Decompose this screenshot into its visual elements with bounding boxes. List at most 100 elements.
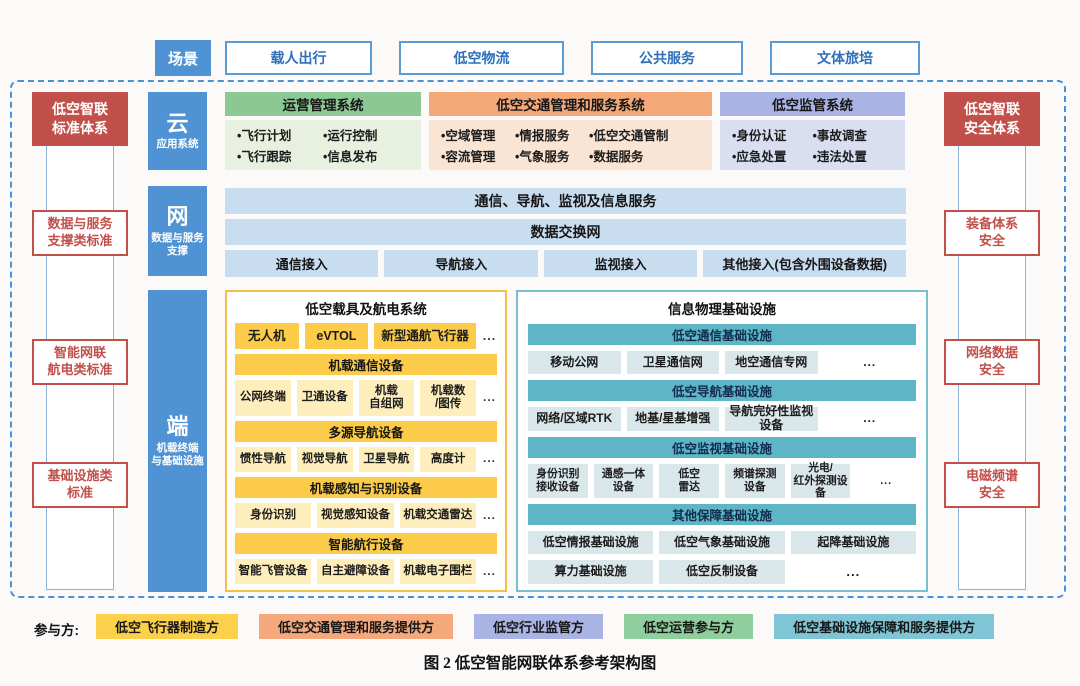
surveillance-infra-row: 身份识别接收设备通感一体设备低空雷达频谱探测设备光电/红外探测设备... [528, 462, 916, 499]
bullet-item: •违法处置 [812, 150, 867, 164]
device-chip: 卫星导航 [358, 447, 415, 472]
comm-device-row: 公网终端卫通设备机载自组网机载数/图传... [235, 380, 497, 416]
bullet-item: •情报服务 [515, 129, 570, 143]
infra-box-title: 信息物理基础设施 [668, 302, 776, 317]
participant-chip: 低空飞行器制造方 [96, 614, 239, 639]
infra-chip: 网络/区域RTK [528, 407, 621, 432]
device-chip: 惯性导航 [235, 447, 291, 472]
participant-chip: 低空交通管理和服务提供方 [259, 614, 454, 639]
cloud-layer-char: 云 [166, 110, 189, 136]
figure-caption: 图 2 低空智能网联体系参考架构图 [423, 655, 657, 672]
device-chip: 机载数/图传 [420, 380, 476, 416]
cns-info-service-bar: 通信、导航、监视及信息服务 [225, 188, 906, 214]
infra-chip: 身份识别接收设备 [528, 463, 588, 498]
vehicle-box-title: 低空载具及航电系统 [305, 302, 427, 317]
infra-chip: 低空气象基础设施 [659, 530, 785, 555]
aircraft-chip: 新型通航飞行器 [374, 323, 476, 349]
scenario-box: 低空物流 [399, 41, 564, 75]
system-card-items: •飞行计划•运行控制•飞行跟踪•信息发布 [225, 120, 421, 170]
security-item: 装备体系安全 [944, 210, 1040, 256]
aircraft-chip: 无人机 [235, 323, 299, 349]
bullet-item: •飞行跟踪 [237, 150, 292, 164]
device-chip: 机载自组网 [358, 380, 415, 416]
scenario-box: 文体旅培 [770, 41, 920, 75]
bullet-item: •身份认证 [732, 129, 787, 143]
standards-items: 数据与服务支撑类标准智能网联航电类标准基础设施类标准 [32, 80, 128, 598]
group-header: 机载通信设备 [235, 353, 497, 376]
bullet-item: •信息发布 [323, 150, 378, 164]
group-header: 其他保障基础设施 [528, 503, 916, 525]
bullet-item: •应急处置 [732, 150, 787, 164]
infra-chip: 算力基础设施 [528, 560, 654, 584]
device-chip: 视觉感知设备 [317, 503, 394, 528]
device-chip: 智能飞管设备 [235, 559, 312, 585]
infra-chip: 通感一体设备 [593, 463, 654, 498]
system-card-title: 运营管理系统 [225, 92, 421, 116]
bullet-item: •低空交通管制 [589, 129, 669, 143]
standard-item: 智能网联航电类标准 [32, 339, 128, 385]
system-card-items: •空域管理 •情报服务 •低空交通管制 •容流管理 •气象服务 •数据服务 [429, 120, 712, 170]
other-infra-row-1: 低空情报基础设施低空气象基础设施起降基础设施 [528, 530, 916, 555]
terminal-layer-sub: 机载终端 与基础设施 [151, 441, 204, 467]
network-layer-label: 网 数据与服务 支撑 [148, 186, 207, 276]
smart-nav-device-row: 智能飞管设备自主避障设备机载电子围栏... [235, 559, 497, 585]
infra-chip: ... [846, 563, 861, 579]
bullet-item: •飞行计划 [237, 129, 292, 143]
access-item: 导航接入 [384, 250, 538, 277]
infra-chip: 起降基础设施 [790, 530, 916, 555]
infra-chip: 低空雷达 [659, 463, 720, 498]
device-chip: 视觉导航 [296, 447, 353, 472]
infra-chip: 光电/红外探测设备 [790, 462, 851, 499]
infra-chip: 低空情报基础设施 [528, 530, 654, 555]
security-column-title: 低空智联 安全体系 [944, 92, 1040, 146]
infra-chip: 导航完好性监视设备 [725, 404, 818, 432]
infra-chip: 移动公网 [528, 350, 621, 375]
system-card-items: •身份认证 •事故调查 •应急处置 •违法处置 [720, 120, 905, 170]
main-frame-border [10, 80, 1066, 598]
network-layer-char: 网 [166, 204, 189, 230]
operation-management-system-card: 运营管理系统 •飞行计划•运行控制•飞行跟踪•信息发布 [225, 92, 421, 170]
device-chip: 高度计 [420, 447, 476, 472]
access-item: 其他接入(包含外围设备数据) [703, 250, 906, 277]
bullet-item: •容流管理 [441, 150, 496, 164]
nav-device-row: 惯性导航视觉导航卫星导航高度计... [235, 447, 497, 472]
group-header: 低空监视基础设施 [528, 437, 916, 458]
security-items: 装备体系安全网络数据安全电磁频谱安全 [944, 80, 1040, 598]
infra-chip: 地空通信专网 [725, 350, 818, 375]
security-item: 网络数据安全 [944, 339, 1040, 385]
bullet-item: •空域管理 [441, 129, 496, 143]
bullet-item: •数据服务 [589, 150, 644, 164]
standard-item: 基础设施类标准 [32, 462, 128, 508]
aircraft-chip: eVTOL [304, 323, 369, 349]
network-access-row: 通信接入导航接入监视接入其他接入(包含外围设备数据) [225, 250, 906, 277]
scenario-box: 载人出行 [225, 41, 372, 75]
scenario-row: 载人出行低空物流公共服务文体旅培 [225, 41, 920, 75]
bullet-item: •事故调查 [812, 129, 867, 143]
device-chip: 机载电子围栏 [399, 559, 476, 585]
infra-chip: ... [863, 354, 877, 369]
group-header: 智能航行设备 [235, 532, 497, 555]
bullet-item: •气象服务 [515, 150, 570, 164]
access-item: 通信接入 [225, 250, 379, 277]
infra-chip: 卫星通信网 [626, 350, 719, 375]
network-layer-sub: 数据与服务 支撑 [151, 231, 204, 257]
scenario-label: 场景 [155, 40, 211, 76]
device-chip: 身份识别 [235, 503, 312, 528]
system-card-title: 低空监管系统 [720, 92, 905, 116]
infra-chip: 低空反制设备 [659, 560, 785, 584]
data-exchange-network-bar: 数据交换网 [225, 219, 906, 245]
participant-chip: 低空运营参与方 [624, 614, 754, 639]
supervision-system-card: 低空监管系统 •身份认证 •事故调查 •应急处置 •违法处置 [720, 92, 905, 170]
aircraft-chip: ... [482, 328, 497, 343]
comm-infra-row: 移动公网卫星通信网地空通信专网... [528, 350, 916, 375]
cyber-physical-infra-box: 信息物理基础设施 低空通信基础设施 移动公网卫星通信网地空通信专网... 低空导… [516, 290, 928, 592]
device-chip: ... [482, 563, 496, 578]
access-item: 监视接入 [543, 250, 698, 277]
sense-device-row: 身份识别视觉感知设备机载交通雷达... [235, 503, 497, 528]
infra-chip: 频谱探测设备 [725, 463, 785, 498]
group-header: 多源导航设备 [235, 420, 497, 443]
